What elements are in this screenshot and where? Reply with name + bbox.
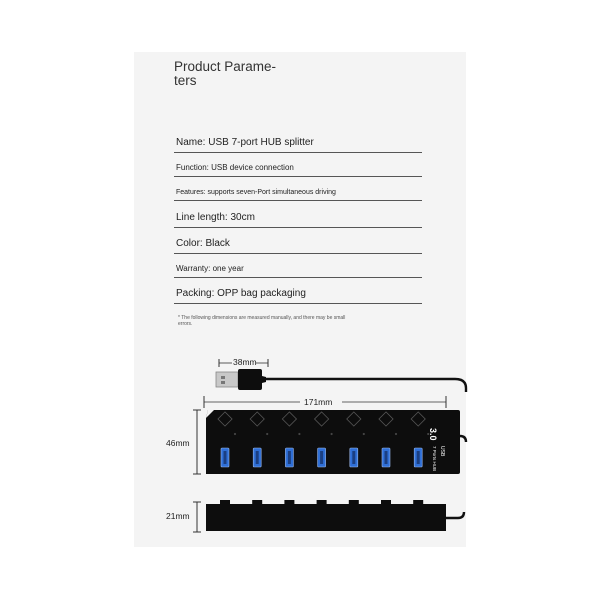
side-switch-bump (413, 500, 424, 504)
spec-row-line-length: Line length: 30cm (174, 200, 422, 228)
plug-dimension-marker (218, 359, 269, 367)
usb-port-tongue (223, 451, 227, 464)
usb-port-tongue (287, 451, 291, 464)
spec-packing-text: Packing: OPP bag packaging (176, 288, 306, 299)
usb-port-tongue (352, 451, 356, 464)
spec-row-features: Features: supports seven-Port simultaneo… (174, 176, 422, 201)
spec-row-warranty: Warranty: one year (174, 253, 422, 278)
side-switch-bump (220, 500, 230, 504)
spec-row-function: Function: USB device connection (174, 152, 422, 177)
side-switch-bump (348, 500, 359, 504)
hub-switch-row (217, 411, 430, 436)
side-switch-bump (252, 500, 263, 504)
measurement-note: * The following dimensions are measured … (178, 315, 378, 327)
height-dimension-marker (193, 501, 201, 533)
spec-row-name: Name: USB 7-port HUB splitter (174, 127, 422, 153)
port-led-icon (298, 432, 301, 436)
hub-width-label: 46mm (166, 438, 190, 448)
port-switch-icon (378, 411, 394, 427)
hub-brand-label-line-2: 7 Ports HUB (432, 446, 437, 471)
usb-plug (215, 369, 266, 390)
usb-cable (266, 377, 468, 392)
port-led-icon (362, 432, 365, 436)
hub-port-row (220, 447, 423, 468)
panel-title: Product Parame- ters (174, 60, 294, 88)
port-led-icon (330, 432, 333, 436)
spec-row-color: Color: Black (174, 227, 422, 254)
panel-title-line-1: Product Parame- (174, 59, 277, 74)
port-switch-icon (313, 411, 330, 427)
port-led-icon (427, 432, 430, 436)
hub-side-view (206, 500, 466, 531)
usb-port-tongue (255, 451, 259, 464)
usb-port-tongue (320, 451, 324, 464)
spec-features-text: Features: supports seven-Port simultaneo… (176, 189, 336, 196)
port-led-icon (233, 432, 237, 436)
measurement-note-line-1: * The following dimensions are measured … (178, 315, 346, 321)
port-switch-icon (217, 411, 233, 427)
port-led-icon (266, 432, 269, 436)
hub-brand-label-line-1: USB (439, 446, 445, 457)
usb-port-tongue (416, 451, 420, 464)
measurement-note-line-2: errors. (178, 321, 193, 327)
side-switch-bump (316, 500, 327, 504)
hub-version-label: 3.0 (428, 428, 438, 441)
hub-height-label: 21mm (166, 511, 190, 521)
spec-warranty-text: Warranty: one year (176, 264, 244, 273)
usb-port-tongue (384, 451, 388, 464)
spec-color-text: Color: Black (176, 238, 230, 249)
spec-row-packing: Packing: OPP bag packaging (174, 277, 422, 304)
side-switch-bump (284, 500, 295, 504)
spec-function-text: Function: USB device connection (176, 163, 294, 172)
length-dimension-marker (203, 396, 447, 408)
hub-length-label: 171mm (304, 397, 333, 407)
port-switch-icon (410, 411, 426, 427)
port-switch-icon (249, 411, 265, 427)
side-switch-bump (381, 500, 391, 504)
port-switch-icon (281, 411, 298, 427)
port-switch-icon (346, 411, 362, 427)
spec-line-length-text: Line length: 30cm (176, 212, 255, 223)
spec-name-text: Name: USB 7-port HUB splitter (176, 137, 314, 148)
plug-length-label: 38mm (233, 357, 257, 367)
width-dimension-marker (193, 409, 201, 475)
panel-title-line-2: ters (174, 73, 197, 88)
port-led-icon (394, 432, 398, 436)
hub-top-view: 3.0 USB 7 Ports HUB (206, 410, 468, 474)
